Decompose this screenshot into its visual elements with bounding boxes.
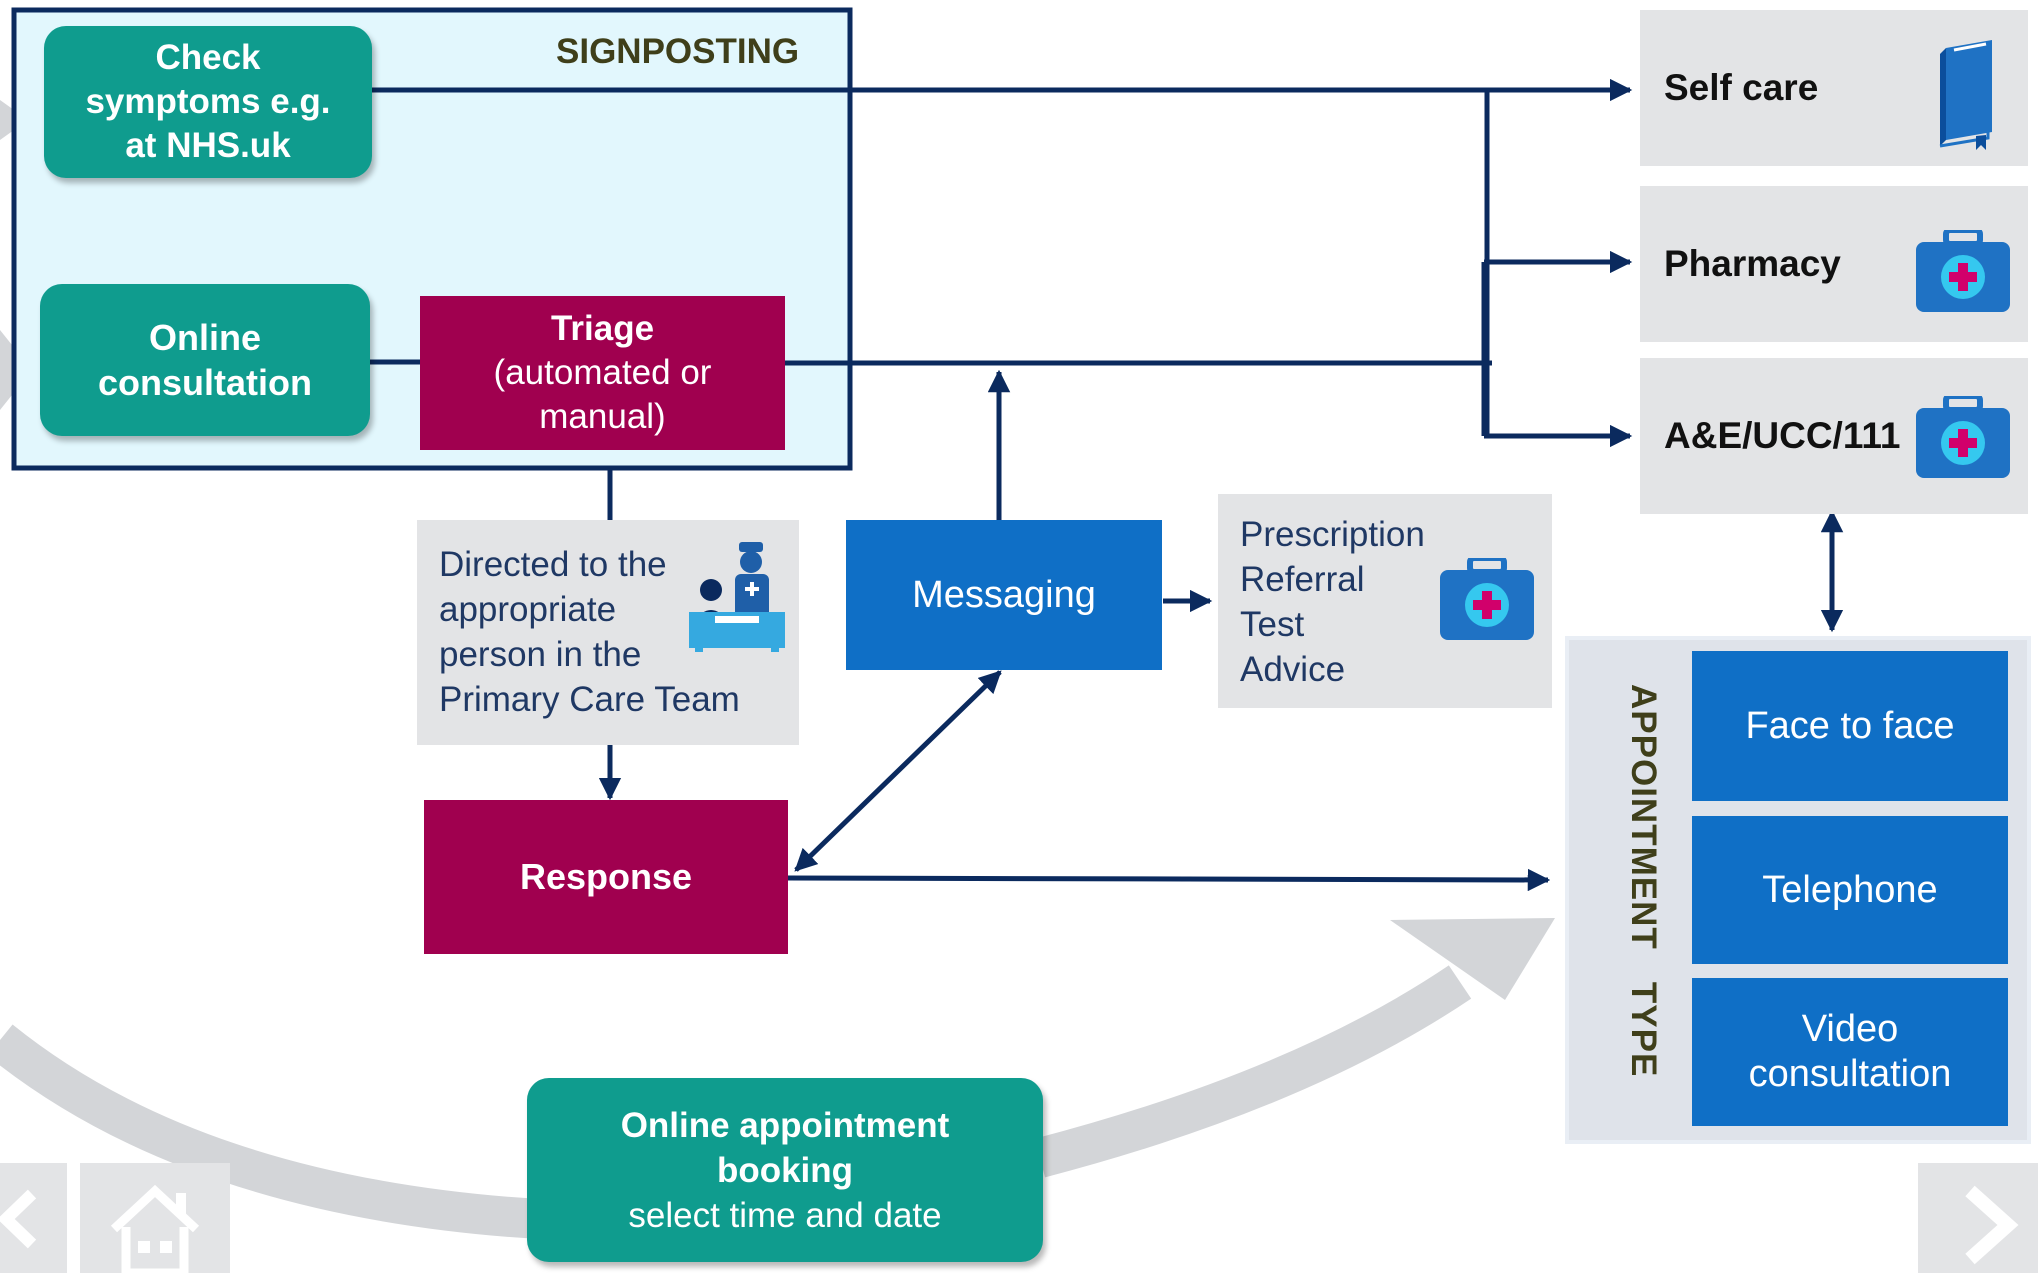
response-label: Response (519, 856, 693, 897)
self-care-box: Self care (1640, 10, 2028, 166)
triage-line-1: (automated or (493, 353, 712, 392)
booking-subtitle: select time and date (628, 1195, 942, 1235)
outcome-advice: Advice (1240, 650, 1346, 689)
outcomes-box: Prescription Referral Test Advice (1218, 494, 1552, 708)
check-symptoms-line-2: symptoms e.g. (85, 82, 331, 121)
telephone-box: Telephone (1692, 816, 2008, 964)
face-to-face-label: Face to face (1745, 704, 1955, 747)
response-box: Response (424, 800, 788, 954)
video-line-2: consultation (1748, 1053, 1952, 1095)
booking-title-line-1: Online appointment (620, 1105, 950, 1145)
directed-line-1: Directed to the (439, 545, 667, 584)
directed-line-4: Primary Care Team (439, 680, 740, 719)
home-button[interactable] (80, 1163, 230, 1273)
self-care-label: Self care (1664, 67, 1819, 108)
messaging-label: Messaging (912, 573, 1096, 616)
next-button[interactable] (1918, 1163, 2038, 1273)
directed-line-3: person in the (439, 635, 642, 674)
ae-label: A&E/UCC/111 (1664, 415, 1901, 456)
medical-bag-icon (1916, 230, 2010, 312)
directed-box: Directed to the appropriate person in th… (417, 520, 799, 745)
triage-box: Triage (automated or manual) (420, 296, 785, 450)
directed-text: Directed to the appropriate person in th… (439, 542, 740, 722)
chevron-right-icon (1965, 1185, 2019, 1265)
triage-title: Triage (550, 309, 655, 348)
video-consultation-box: Video consultation (1692, 978, 2008, 1126)
home-icon (110, 1184, 200, 1273)
check-symptoms-line-1: Check (155, 38, 261, 77)
outcome-referral: Referral (1240, 560, 1365, 599)
outcome-test: Test (1240, 605, 1305, 644)
outcome-prescription: Prescription (1240, 515, 1425, 554)
telephone-label: Telephone (1762, 868, 1938, 911)
booking-title-line-2: booking (716, 1150, 854, 1190)
connector-lines (370, 78, 1844, 892)
online-consultation-line-1: Online (148, 317, 261, 358)
medical-bag-icon (1440, 558, 1534, 640)
check-symptoms-line-3: at NHS.uk (125, 126, 291, 165)
check-symptoms-box: Check symptoms e.g. at NHS.uk (44, 26, 372, 178)
online-consultation-line-2: consultation (98, 362, 312, 403)
outcomes-text: Prescription Referral Test Advice (1240, 512, 1425, 692)
ae-box: A&E/UCC/111 (1640, 358, 2028, 514)
previous-button[interactable] (0, 1163, 67, 1273)
reception-desk-icon (689, 542, 785, 652)
triage-line-2: manual) (539, 397, 666, 436)
appointment-type-label: APPOINTMENT TYPE (1624, 684, 1663, 1078)
directed-line-2: appropriate (439, 590, 617, 629)
signposting-label: SIGNPOSTING (556, 32, 800, 71)
book-icon (1939, 40, 1992, 150)
chevron-left-icon (0, 1189, 37, 1249)
medical-bag-icon (1916, 396, 2010, 478)
online-consultation-box: Online consultation (40, 284, 370, 436)
video-line-1: Video (1801, 1008, 1899, 1050)
online-booking-box: Online appointment booking select time a… (527, 1078, 1043, 1262)
pharmacy-box: Pharmacy (1640, 186, 2028, 342)
face-to-face-box: Face to face (1692, 651, 2008, 801)
messaging-box: Messaging (846, 520, 1162, 670)
pharmacy-label: Pharmacy (1664, 243, 1841, 284)
